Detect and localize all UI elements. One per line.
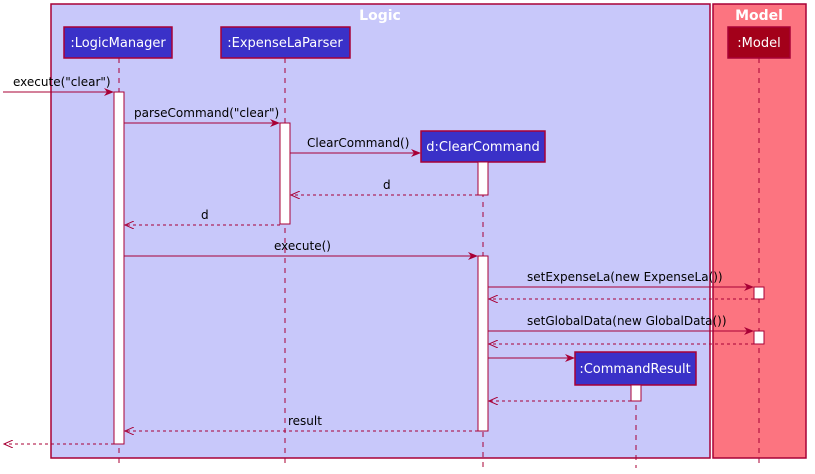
message-return-d-2-label: d <box>201 208 209 222</box>
logic-group-title: Logic <box>359 8 401 24</box>
participant-parser: :ExpenseLaParser <box>227 36 343 51</box>
activation-parser <box>279 122 291 225</box>
logic-group-box <box>50 3 711 459</box>
message-return-d-1-label: d <box>383 178 391 192</box>
message-execute-label: execute() <box>274 239 331 253</box>
participant-clear-command-box <box>420 130 546 163</box>
participant-parser-box <box>220 26 351 59</box>
message-result-label: result <box>288 414 322 428</box>
participant-logic-manager: :LogicManager <box>70 36 166 51</box>
participant-command-result: :CommandResult <box>579 362 690 377</box>
activation-clear-command-1 <box>477 161 489 196</box>
activation-clear-command-2 <box>477 255 489 432</box>
participant-model: :Model <box>737 36 780 51</box>
message-execute-clear-label: execute("clear") <box>13 75 111 89</box>
model-group-title: Model <box>735 8 783 24</box>
message-parse-command-label: parseCommand("clear") <box>134 106 279 120</box>
participant-model-box <box>727 26 791 59</box>
activation-model-2 <box>753 330 765 345</box>
message-set-global-data-label: setGlobalData(new GlobalData()) <box>527 314 727 328</box>
activation-logic-manager <box>113 91 125 445</box>
activation-command-result <box>630 384 642 402</box>
message-clear-command-ctor-label: ClearCommand() <box>307 136 409 150</box>
activation-model-1 <box>753 286 765 300</box>
participant-clear-command: d:ClearCommand <box>426 140 539 155</box>
participant-command-result-box <box>574 351 697 386</box>
message-set-expense-la-label: setExpenseLa(new ExpenseLa()) <box>527 270 723 284</box>
participant-logic-manager-box <box>63 26 173 59</box>
